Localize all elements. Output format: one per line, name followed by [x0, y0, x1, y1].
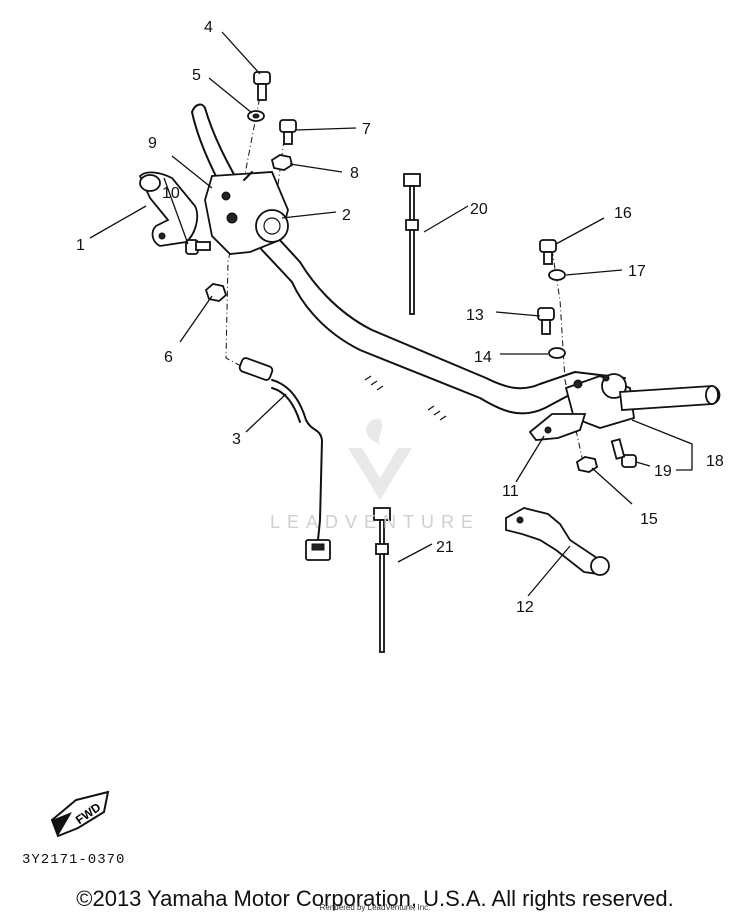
callout-4: 4	[204, 19, 213, 36]
callout-16: 16	[614, 205, 632, 222]
leader-lines	[89, 31, 693, 597]
callout-10: 10	[162, 185, 180, 202]
callout-20: 20	[470, 201, 488, 218]
fasteners	[185, 71, 637, 473]
watermark-logo	[348, 418, 412, 500]
callout-21: 21	[436, 539, 454, 556]
callout-6: 6	[164, 349, 173, 366]
callout-15: 15	[640, 511, 658, 528]
switch-cable	[238, 357, 331, 561]
callout-labels: 4 5 7 8 9 10 1 2 6 3 20 16 17 13 14 11 1…	[76, 19, 724, 616]
left-lever-holder	[204, 171, 289, 255]
callout-3: 3	[232, 431, 241, 448]
callout-7: 7	[362, 121, 371, 138]
callout-17: 17	[628, 263, 646, 280]
right-lever-holder	[528, 373, 721, 441]
fwd-arrow-icon: FWD	[50, 790, 110, 838]
callout-1: 1	[76, 237, 85, 254]
render-note: Rendered by LeadVenture, Inc.	[319, 903, 431, 912]
callout-5: 5	[192, 67, 201, 84]
callout-14: 14	[474, 349, 492, 366]
right-lever	[505, 507, 610, 576]
left-lever	[138, 171, 199, 247]
callout-18: 18	[706, 453, 724, 470]
callout-12: 12	[516, 599, 534, 616]
cable-ties	[373, 173, 421, 653]
reference-code: 3Y2171-0370	[22, 852, 126, 868]
copyright-notice: ©2013 Yamaha Motor Corporation, U.S.A. A…	[76, 886, 674, 911]
callout-13: 13	[466, 307, 484, 324]
callout-11: 11	[502, 483, 519, 500]
callout-19: 19	[654, 463, 672, 480]
callout-8: 8	[350, 165, 359, 182]
callout-9: 9	[148, 135, 157, 152]
callout-2: 2	[342, 207, 351, 224]
watermark-text: LEADVENTURE	[269, 512, 481, 532]
